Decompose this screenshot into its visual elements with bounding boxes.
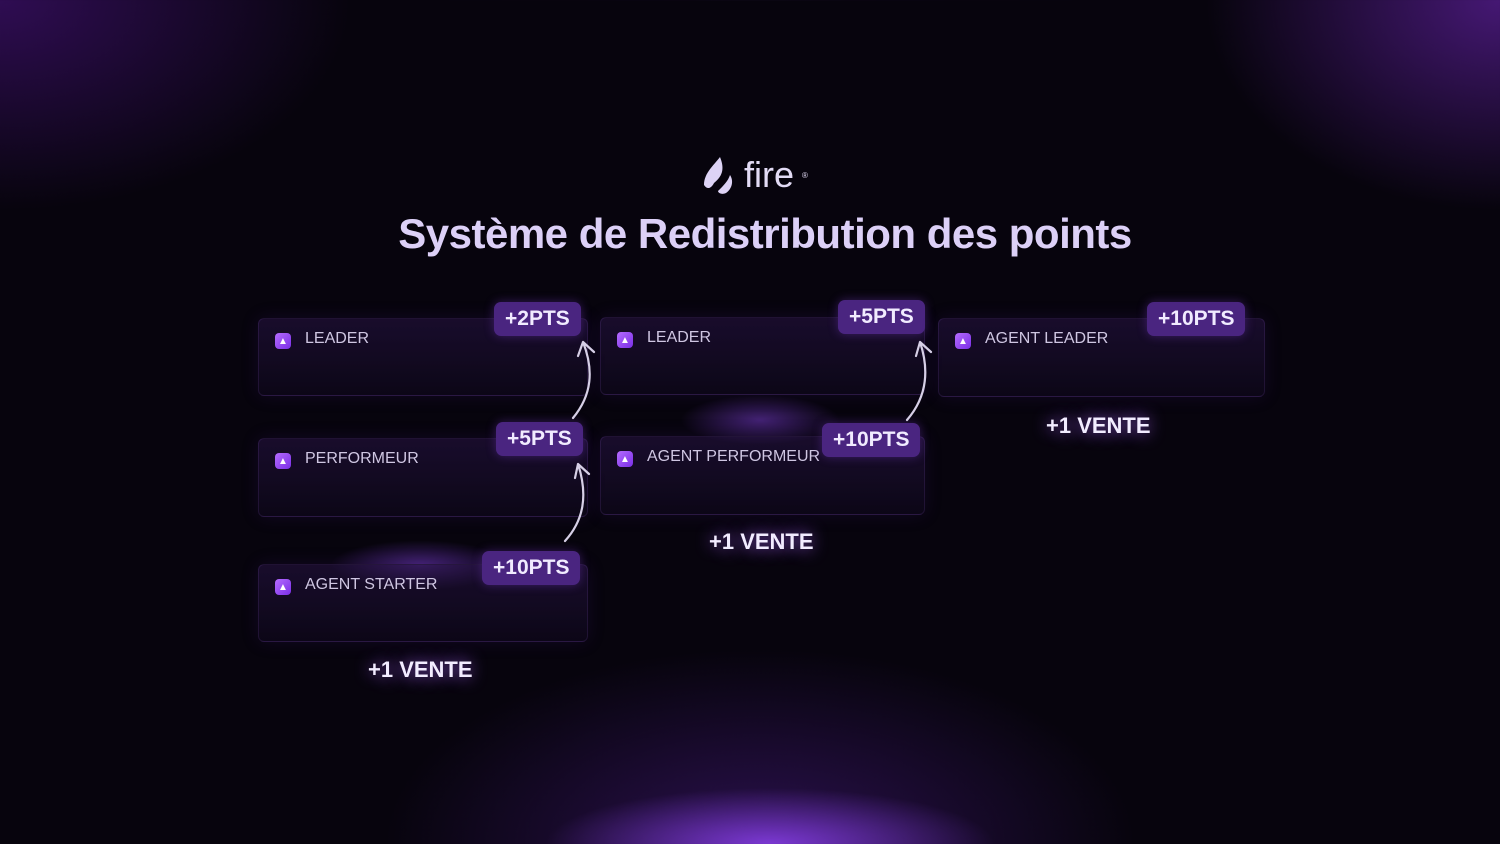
points-badge: +2PTS — [494, 302, 581, 336]
registered-mark: ® — [802, 170, 808, 180]
points-badge: +10PTS — [822, 423, 921, 457]
arrow-up-icon — [571, 340, 596, 420]
card-label: PERFORMEUR — [305, 450, 419, 467]
fire-icon: ▲ — [275, 579, 291, 595]
arrow-up-icon — [905, 340, 933, 422]
fire-icon: ▲ — [275, 333, 291, 349]
page-title: Système de Redistribution des points — [398, 210, 1132, 257]
fire-icon: ▲ — [617, 332, 633, 348]
card-label: LEADER — [647, 329, 712, 346]
logo-name: fire — [744, 154, 795, 195]
fire-icon: ▲ — [275, 453, 291, 469]
sale-label: +1 VENTE — [1046, 413, 1151, 438]
points-badge: +5PTS — [496, 422, 583, 456]
card-label: LEADER — [305, 330, 370, 347]
card-agent-performeur: ▲ AGENT PERFORMEUR — [600, 436, 925, 515]
fire-logo: fire ® — [700, 154, 808, 196]
flame-icon — [704, 157, 733, 194]
points-badge: +10PTS — [482, 551, 581, 585]
fire-icon: ▲ — [617, 451, 633, 467]
points-badge: +10PTS — [1147, 302, 1246, 336]
fire-icon: ▲ — [955, 333, 971, 349]
sale-label: +1 VENTE — [368, 657, 473, 682]
points-badge: +5PTS — [838, 300, 925, 334]
arrow-up-icon — [563, 462, 591, 543]
card-label: AGENT LEADER — [985, 330, 1109, 347]
sale-label: +1 VENTE — [709, 529, 814, 554]
card-label: AGENT STARTER — [305, 576, 438, 593]
card-label: AGENT PERFORMEUR — [647, 448, 821, 465]
